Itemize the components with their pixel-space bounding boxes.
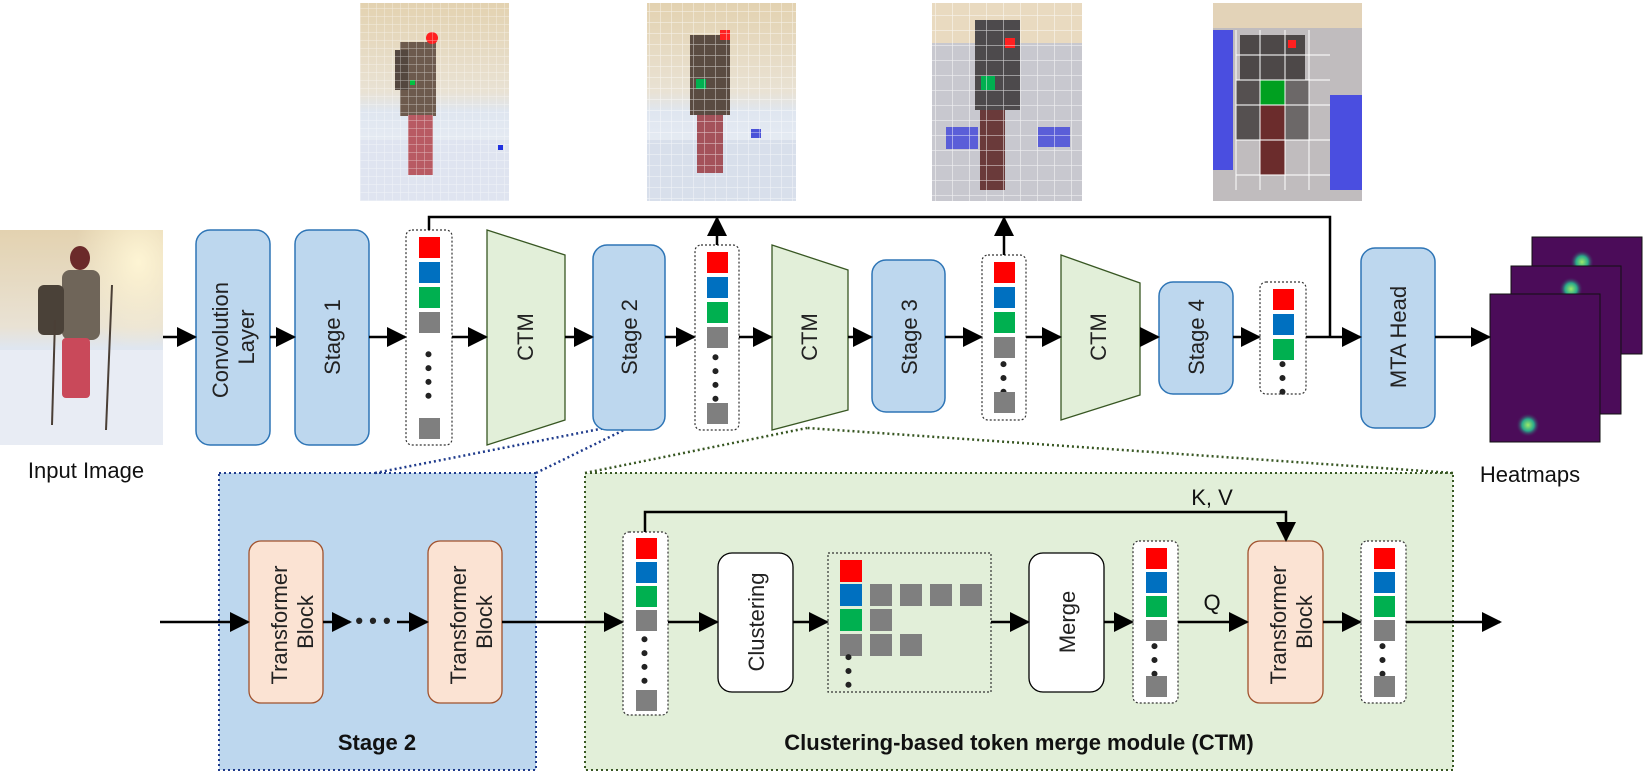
ctm-token-stack-in: • • • •: [622, 531, 669, 716]
ctm-zoom-line-left: [584, 426, 808, 475]
merge-label: Merge: [1055, 591, 1080, 653]
heatmaps-label: Heatmaps: [1480, 462, 1580, 487]
stage2-detail-title: Stage 2: [338, 730, 416, 755]
detail-flow-arrows: [160, 510, 1502, 632]
ctm-token-stack-mid: • • •: [1132, 540, 1179, 704]
mta-head-label: MTA Head: [1386, 286, 1411, 388]
input-image: [0, 230, 163, 445]
stage2-zoom-line-left: [374, 426, 606, 475]
tb1-line-2: Block: [293, 594, 318, 649]
ctm-2-trapezoid: [771, 244, 849, 431]
stage2-ellipsis: • • •: [355, 608, 390, 633]
stage-2-label: Stage 2: [617, 299, 642, 375]
token-stack-4-dots: • • •: [1270, 360, 1295, 395]
stage2-zoom-line-right: [535, 426, 629, 475]
tb2-line-2: Block: [472, 594, 497, 649]
vis-thumbnail-2: [647, 3, 796, 201]
ctm-token-stack-out: • • •: [1360, 540, 1407, 704]
token-stack-3-dots: • • •: [991, 360, 1016, 395]
clustering-label: Clustering: [744, 572, 769, 671]
convolution-line-1: Convolution: [208, 282, 233, 398]
token-stack-4: • • •: [1259, 281, 1307, 396]
ctm-tb-line-1: Transformer: [1266, 566, 1291, 685]
stage-1-label: Stage 1: [320, 299, 345, 375]
ctm-detail-title: Clustering-based token merge module (CTM…: [784, 730, 1253, 755]
stage2-transformer-block-2-label: Transformer Block: [446, 559, 497, 684]
tb2-line-1: Transformer: [446, 566, 471, 685]
ctm-token-in-dots: • • • •: [632, 635, 657, 684]
vis-thumbnail-4: [1213, 3, 1362, 201]
ctm-zoom-line-right: [806, 426, 1454, 475]
ctm-3-trapezoid: [1060, 254, 1141, 421]
q-label: Q: [1203, 590, 1220, 615]
heatmaps-stack: [1489, 236, 1643, 443]
vis-thumbnail-1: [360, 3, 509, 201]
token-stack-3: • • •: [981, 254, 1027, 421]
ctm-token-out-dots: • • •: [1370, 642, 1395, 677]
token-stack-2-dots: • • • •: [703, 353, 728, 402]
cluster-grid: • • •: [827, 552, 992, 693]
convolution-layer-label: Convolution Layer: [208, 276, 259, 398]
ctm-1-label: CTM: [513, 313, 538, 361]
main-flow-arrows: [163, 215, 1491, 347]
ctm-transformer-block-label: Transformer Block: [1266, 559, 1317, 684]
cluster-grid-dots: • • •: [836, 653, 861, 688]
stage2-transformer-block-1-label: Transformer Block: [267, 559, 318, 684]
token-stack-1-dots: • • • •: [416, 350, 441, 399]
ctm-2-label: CTM: [797, 313, 822, 361]
ctm-token-mid-dots: • • •: [1142, 642, 1167, 677]
stage-3-label: Stage 3: [897, 299, 922, 375]
tb1-line-1: Transformer: [267, 566, 292, 685]
input-image-label: Input Image: [28, 458, 144, 483]
ctm-3-label: CTM: [1086, 313, 1111, 361]
ctm-1-trapezoid: [486, 229, 566, 446]
token-stack-2: • • • •: [694, 244, 740, 431]
vis-thumbnail-3: [932, 3, 1082, 201]
token-stack-1: • • • •: [405, 229, 453, 446]
convolution-line-2: Layer: [234, 309, 259, 364]
ctm-tb-line-2: Block: [1292, 594, 1317, 649]
stage-4-label: Stage 4: [1184, 299, 1209, 375]
kv-label: K, V: [1191, 485, 1233, 510]
